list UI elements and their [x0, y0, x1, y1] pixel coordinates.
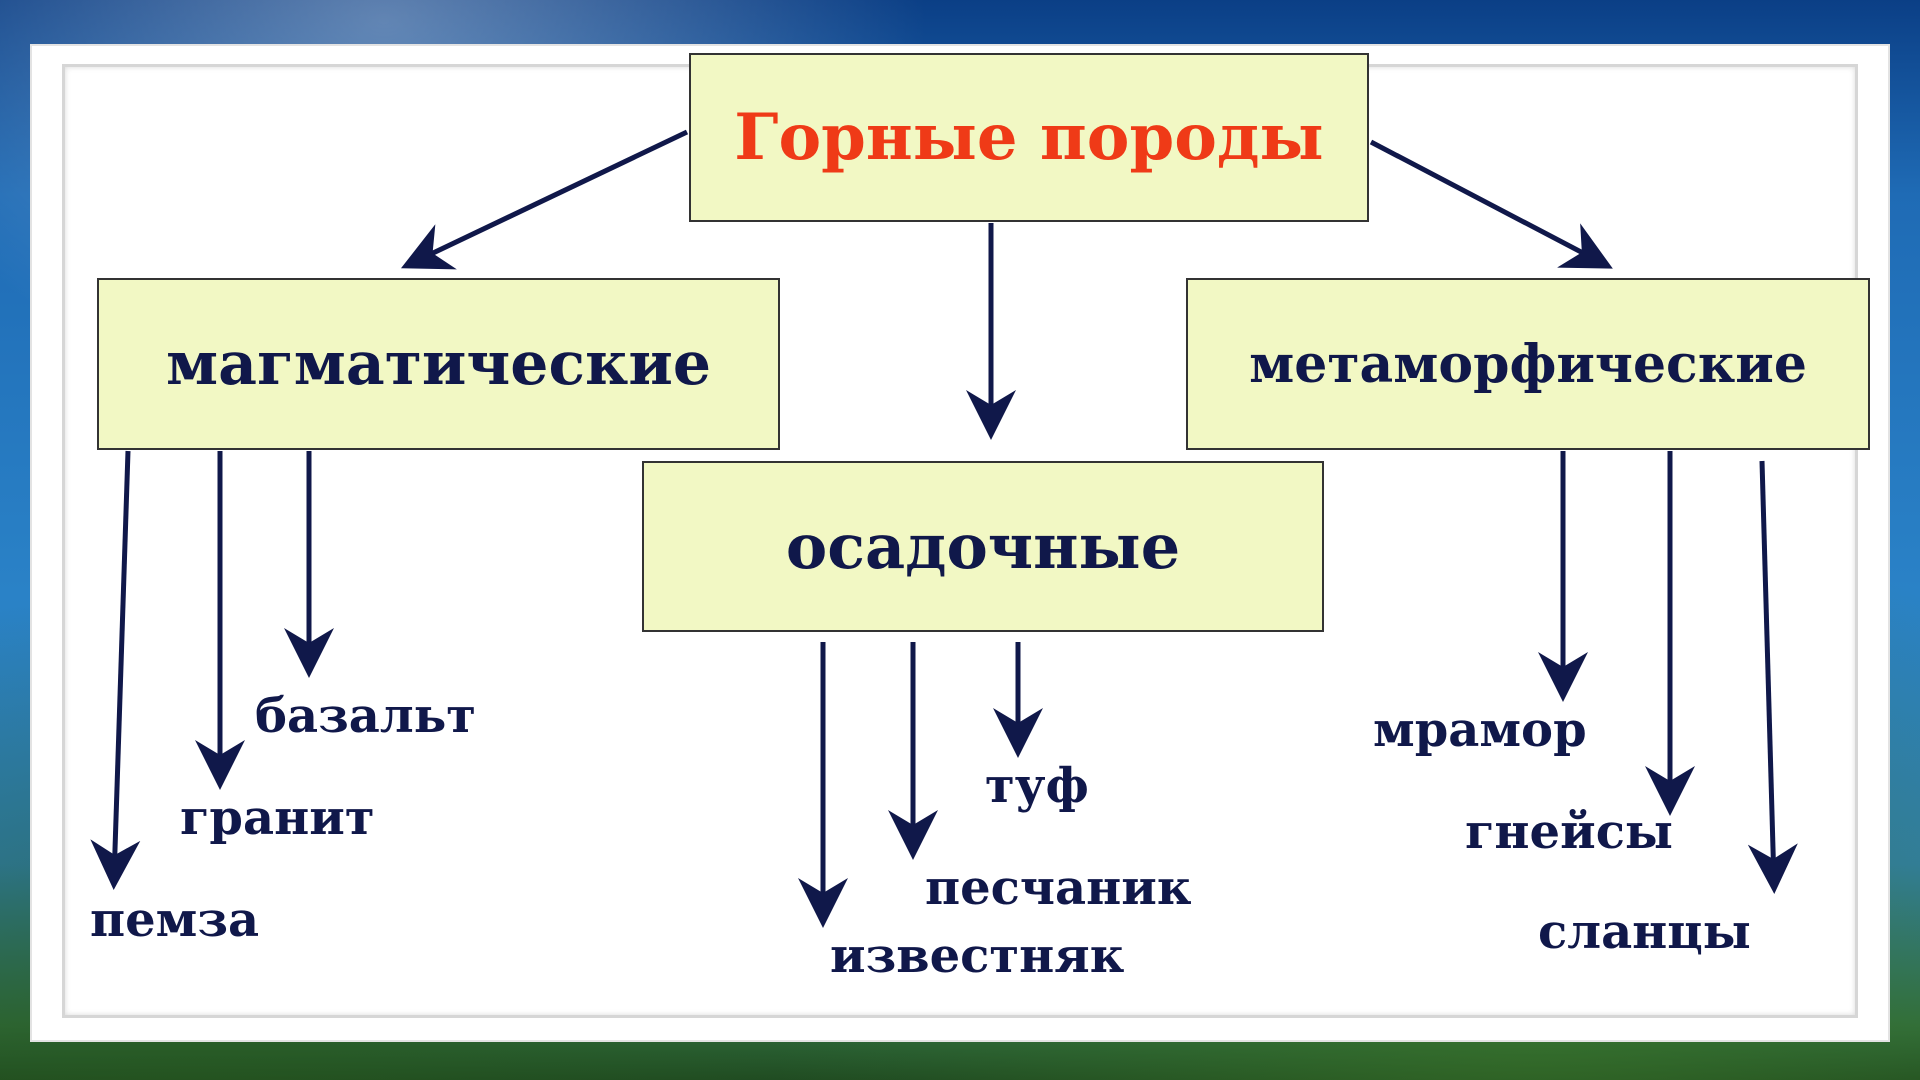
category-sedimentary: осадочные — [642, 461, 1324, 632]
example-granite: гранит — [180, 790, 375, 846]
category-magmatic-label: магматические — [165, 329, 712, 399]
example-basalt: базальт — [255, 688, 477, 744]
root-node: Горные породы — [689, 53, 1369, 222]
category-sedimentary-label: осадочные — [785, 510, 1181, 583]
example-tuff: туф — [985, 758, 1089, 814]
example-schist: сланцы — [1538, 904, 1751, 960]
example-gneiss: гнейсы — [1465, 804, 1674, 860]
arrow-root-to-metamorphic — [1369, 139, 1613, 269]
arrow-metamorphic-to-schist — [1747, 460, 1798, 894]
category-metamorphic-label: метаморфические — [1249, 333, 1807, 395]
category-metamorphic: метаморфические — [1186, 278, 1870, 450]
example-pumice: пемза — [90, 892, 260, 948]
arrow-root-to-magmatic — [400, 129, 689, 270]
root-label: Горные породы — [734, 100, 1324, 175]
example-limestone: известняк — [830, 928, 1125, 984]
example-marble: мрамор — [1373, 702, 1587, 758]
example-sandstone: песчаник — [925, 860, 1192, 916]
category-magmatic: магматические — [97, 278, 780, 450]
arrow-magmatic-to-pumice — [90, 450, 141, 890]
